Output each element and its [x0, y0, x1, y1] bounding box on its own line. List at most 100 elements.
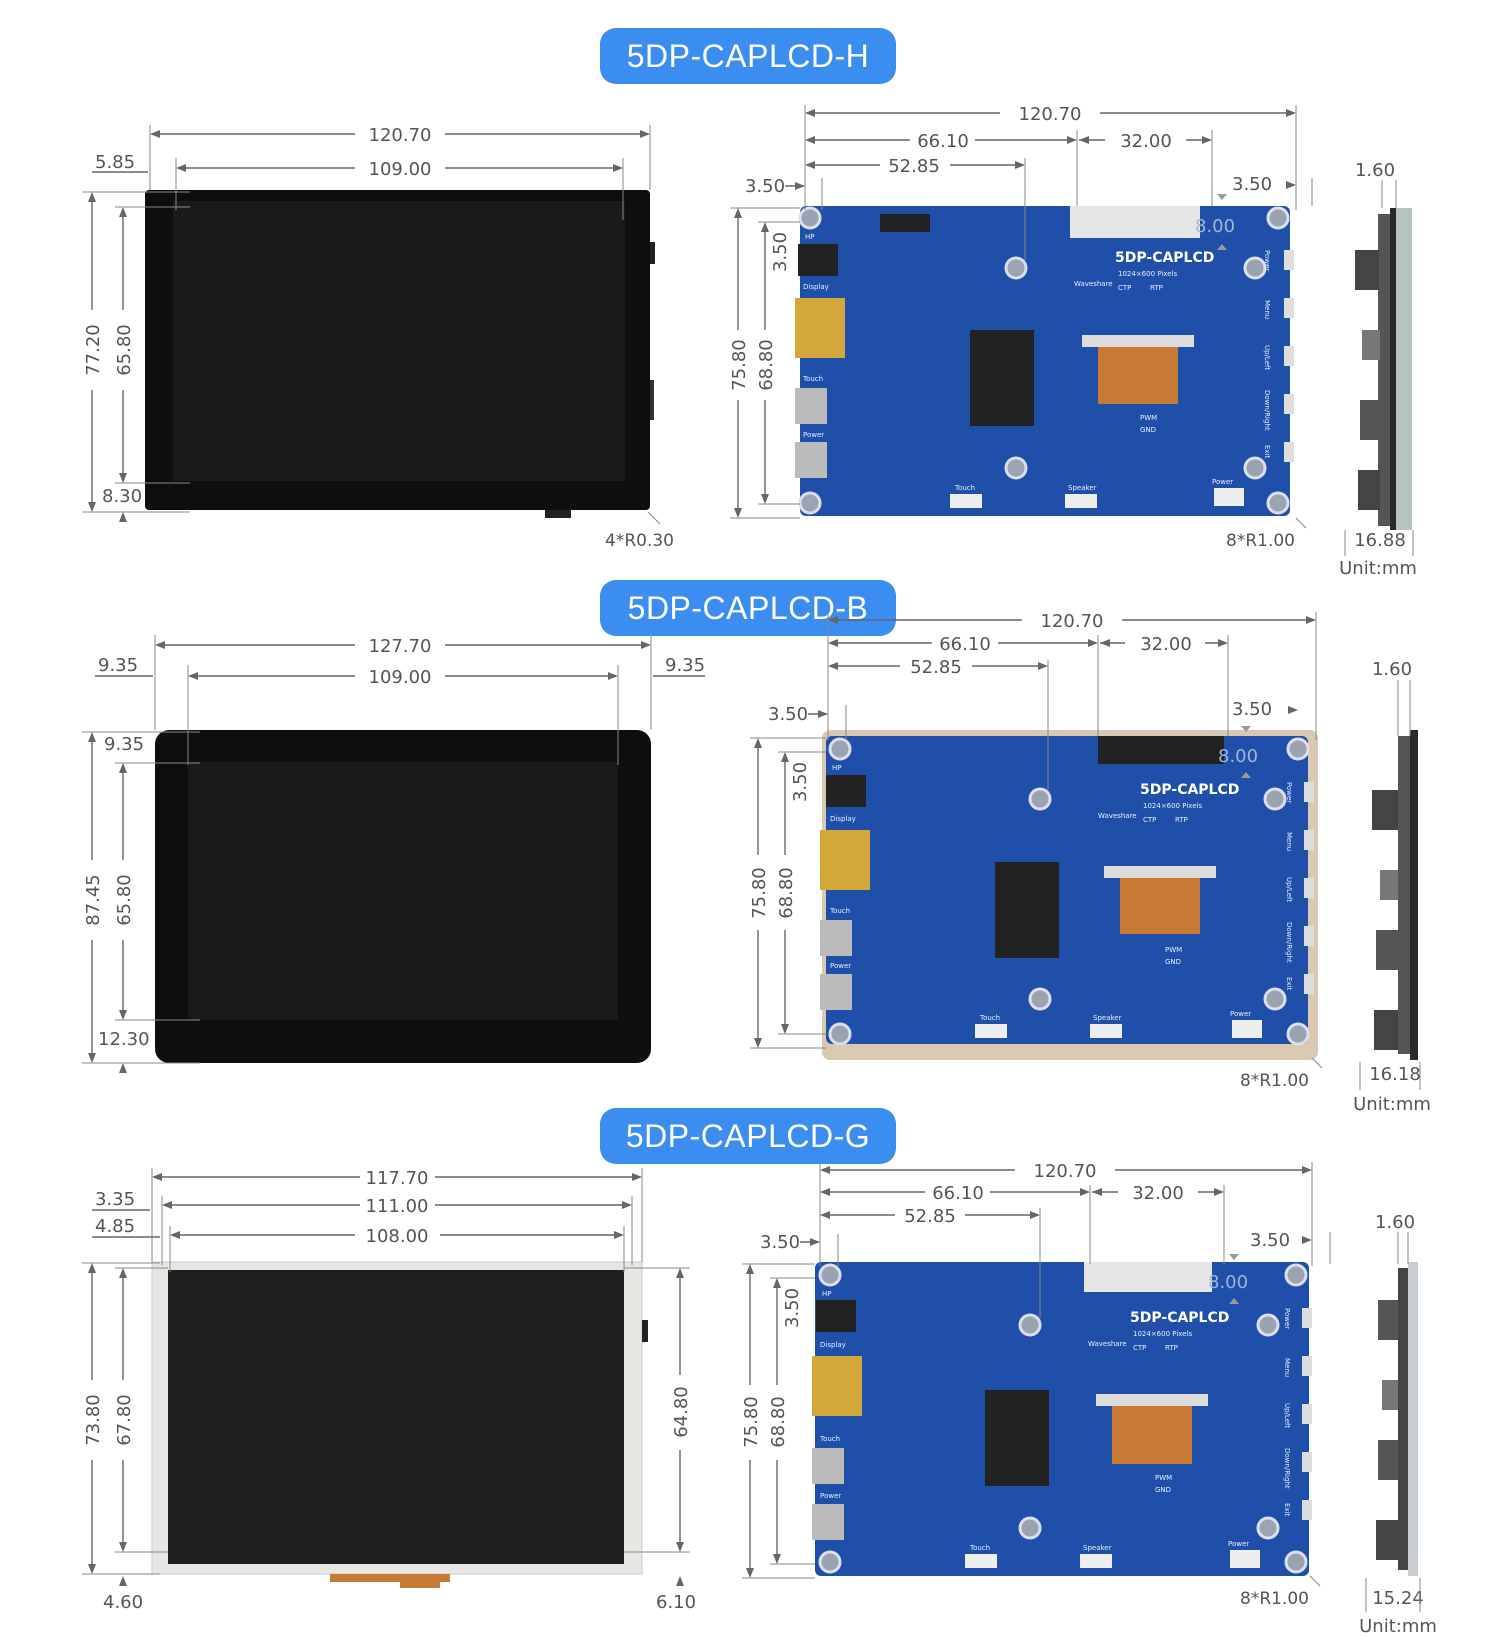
dim-board-corner: 8*R1.00: [1226, 531, 1295, 551]
pcb-touch: Touch: [829, 907, 850, 915]
dim-active-width: 109.00: [369, 667, 432, 688]
dim-width: 120.70: [369, 125, 432, 146]
pcb-power: Power: [830, 962, 851, 970]
dim-active-height: 65.80: [114, 324, 135, 376]
dim-height: 73.80: [83, 1394, 104, 1446]
dimension-drawing-h: 120.70 109.00 5.85 77.20 65.80: [82, 104, 1417, 579]
pcb-hp: HP: [805, 233, 815, 241]
pcb-brand: Waveshare: [1088, 1340, 1127, 1348]
pcb-label: 5DP-CAPLCD: [1140, 782, 1239, 798]
pcb-btn-exit: Exit: [1263, 445, 1271, 459]
dim-top-margin: 9.35: [104, 734, 144, 755]
unit-label: Unit:mm: [1359, 1616, 1437, 1637]
dim-d2: 32.00: [1132, 1183, 1184, 1204]
pcb-rtp: RTP: [1175, 816, 1188, 824]
dim-left-margin: 9.35: [98, 655, 138, 676]
dim-right-offset: 3.50: [1250, 1230, 1290, 1251]
dim-board-height: 75.80: [749, 867, 770, 919]
pcb-btn-exit: Exit: [1285, 977, 1293, 991]
dim-d1: 66.10: [932, 1183, 984, 1204]
pcb-gnd: GND: [1165, 958, 1181, 966]
pcb-btn-up: Up/Left: [1283, 1403, 1291, 1428]
side-thickness: 1.60: [1355, 160, 1395, 181]
dim-bottom-margin: 12.30: [98, 1029, 150, 1050]
dim-board-width: 120.70: [1034, 1161, 1097, 1182]
dim-d1: 66.10: [939, 634, 991, 655]
pcb-touch: Touch: [819, 1435, 840, 1443]
dim-d3: 52.85: [888, 156, 940, 177]
pcb-rtp: RTP: [1150, 284, 1163, 292]
dim-right-offset: 3.50: [1232, 699, 1272, 720]
dim-bottom-right: 6.10: [656, 1592, 696, 1613]
pcb-pixels: 1024×600 Pixels: [1143, 802, 1202, 810]
side-thickness: 1.60: [1372, 659, 1412, 680]
pcb-pixels: 1024×600 Pixels: [1118, 270, 1177, 278]
dim-left-offset: 3.50: [745, 176, 785, 197]
dim-left-margin: 5.85: [95, 152, 135, 173]
pcb-dimensions: 120.70 66.10 32.00 52.85 3.50 3.50: [729, 104, 1313, 551]
dim-board-corner: 8*R1.00: [1240, 1071, 1309, 1091]
front-view: 127.70 109.00 9.35 9.35 9.35 87.45: [82, 635, 705, 1073]
pcb-btn-power: Power: [1285, 782, 1293, 803]
pcb-btn-menu: Menu: [1263, 300, 1271, 319]
dim-bottom-left: 4.60: [103, 1592, 143, 1613]
pcb-btn-menu: Menu: [1285, 832, 1293, 851]
pcb-hp: HP: [822, 1290, 832, 1298]
pcb-btn-menu: Menu: [1283, 1358, 1291, 1377]
front-view: 120.70 109.00 5.85 77.20 65.80: [82, 125, 674, 551]
dim-d2: 32.00: [1120, 131, 1172, 152]
pcb-ctp: CTP: [1118, 284, 1131, 292]
pcb-view: 5DP-CAPLCD 1024×600 Pixels CTP RTP Waves…: [795, 194, 1294, 516]
pcb-display: Display: [820, 1341, 846, 1349]
pcb-btn-up: Up/Left: [1285, 877, 1293, 902]
dim-top-offset: 3.50: [790, 762, 811, 802]
pcb-btn-power: Power: [1283, 1308, 1291, 1329]
side-view: 1.60 15.24 Unit:mm: [1359, 1212, 1437, 1637]
pcb-gnd: GND: [1155, 1486, 1171, 1494]
dim-active-height: 67.80: [114, 1394, 135, 1446]
pcb-power: Power: [803, 431, 824, 439]
pcb-touch-conn: Touch: [969, 1544, 990, 1552]
pcb-brand: Waveshare: [1074, 280, 1113, 288]
pcb-speaker: Speaker: [1093, 1014, 1122, 1022]
dim-board-height: 75.80: [741, 1396, 762, 1448]
dimension-drawing-g: 117.70 111.00 108.00 3.35 4.85: [82, 1161, 1437, 1637]
dim-left-offset: 3.50: [768, 704, 808, 725]
pcb-pixels: 1024×600 Pixels: [1133, 1330, 1192, 1338]
pcb-speaker: Speaker: [1083, 1544, 1112, 1552]
pcb-pwm: PWM: [1140, 414, 1157, 422]
dim-corner: 4*R0.30: [605, 531, 674, 551]
unit-label: Unit:mm: [1353, 1094, 1431, 1115]
dim-d1: 66.10: [917, 131, 969, 152]
dim-hole-height: 68.80: [768, 1396, 789, 1448]
pcb-dimensions: 120.70 66.10 32.00 52.85 3.50 3.50: [749, 611, 1323, 1091]
pcb-hp: HP: [832, 764, 842, 772]
pcb-display: Display: [830, 815, 856, 823]
dim-w2: 111.00: [366, 1196, 429, 1217]
dim-fpc-gap: 8.00: [1208, 1272, 1248, 1293]
pcb-speaker: Speaker: [1068, 484, 1097, 492]
pcb-gnd: GND: [1140, 426, 1156, 434]
section-b: 5DP-CAPLCD-B 127.70 109.00 9.35 9.35 9.3…: [0, 550, 1500, 1115]
pcb-ctp: CTP: [1133, 1344, 1146, 1352]
pcb-label: 5DP-CAPLCD: [1130, 1310, 1229, 1326]
dim-top-offset: 3.50: [782, 1288, 803, 1328]
dim-fpc-gap: 8.00: [1218, 746, 1258, 767]
dim-active-height: 65.80: [114, 874, 135, 926]
pcb-label: 5DP-CAPLCD: [1115, 250, 1214, 266]
pcb-touch-conn: Touch: [979, 1014, 1000, 1022]
dim-board-width: 120.70: [1019, 104, 1082, 125]
dim-height: 87.45: [83, 874, 104, 926]
unit-label: Unit:mm: [1339, 558, 1417, 579]
side-depth: 16.88: [1354, 530, 1406, 551]
dim-d3: 52.85: [904, 1206, 956, 1227]
pcb-ctp: CTP: [1143, 816, 1156, 824]
dim-top-offset: 3.50: [770, 232, 791, 272]
model-title: 5DP-CAPLCD-G: [600, 1108, 896, 1164]
pcb-power-conn: Power: [1228, 1540, 1249, 1548]
side-depth: 16.18: [1369, 1064, 1421, 1085]
dim-height: 77.20: [83, 324, 104, 376]
pcb-btn-power: Power: [1263, 250, 1271, 271]
dim-width: 117.70: [366, 1168, 429, 1189]
section-h: 5DP-CAPLCD-H 120.70 109.00 5.85: [0, 0, 1500, 579]
